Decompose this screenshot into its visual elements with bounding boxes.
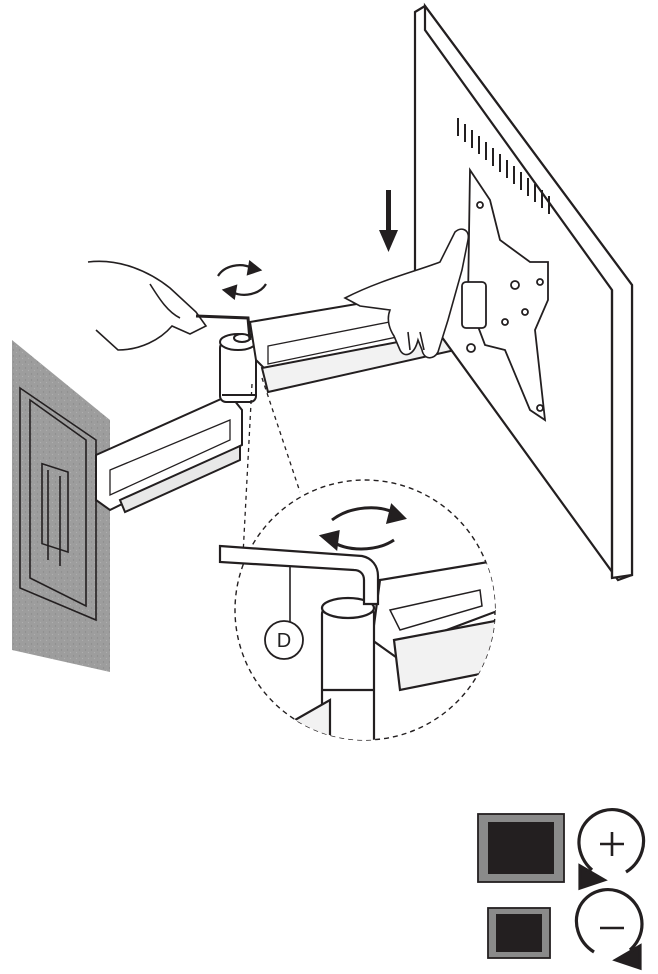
hex-key [218,544,380,606]
monitor-vents [457,118,550,214]
zoom-detail: D [218,479,496,741]
monitor [413,2,634,582]
zoom-rotate-arrows-icon [318,503,407,551]
rotate-minus-icon [574,888,644,971]
small-screen-icon [487,907,551,959]
legend-row-larger [477,808,646,891]
down-arrow-icon [379,190,398,252]
wall [12,340,110,672]
legend-row-smaller [487,888,644,971]
rotate-plus-icon [577,808,646,891]
callout-d: D [264,620,304,660]
large-screen-icon [477,813,565,883]
callout-d-label: D [277,630,291,652]
rotate-arrows-icon [217,259,267,301]
wall-plate [19,386,97,622]
lower-arm [95,393,243,514]
joint-column [219,333,257,403]
vesa-bracket [461,167,549,422]
right-hand [343,228,470,359]
left-hand [87,260,252,351]
